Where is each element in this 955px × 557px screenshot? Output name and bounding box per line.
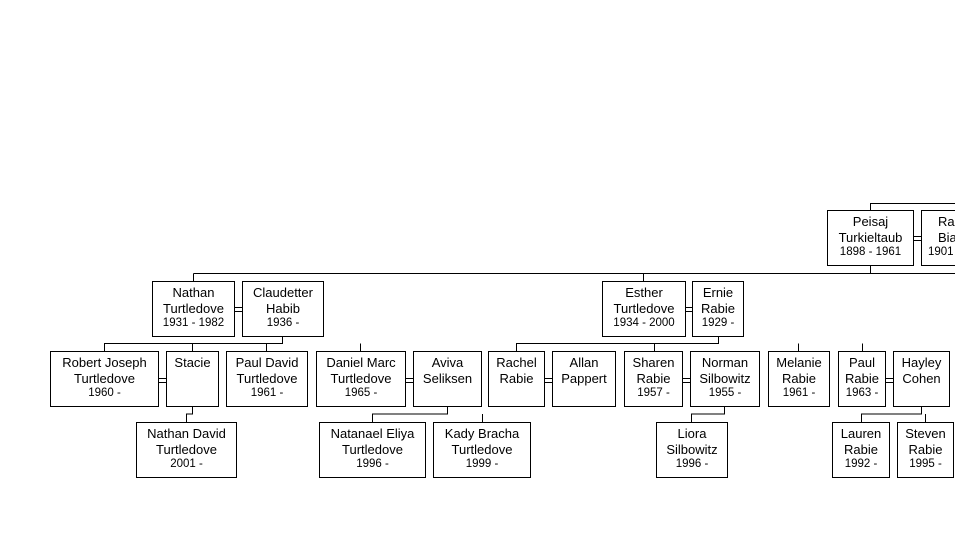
- last-name: Rabie: [908, 441, 943, 457]
- person-steven: Steven Rabie 1995 -: [897, 422, 954, 478]
- last-name: Seliksen: [422, 370, 473, 386]
- last-name: Rabie: [636, 370, 671, 386]
- first-name: Daniel Marc: [326, 355, 396, 370]
- person-esther: Esther Turtledove 1934 - 2000: [602, 281, 686, 337]
- person-aviva: Aviva Seliksen: [413, 351, 482, 407]
- life-years: 1957 -: [637, 387, 670, 399]
- first-name: Ra: [938, 214, 955, 229]
- person-danielmarc: Daniel Marc Turtledove 1965 -: [316, 351, 406, 407]
- last-name: Turtledove: [156, 441, 217, 457]
- first-name: Hayley: [901, 355, 942, 370]
- person-norman: Norman Silbowitz 1955 -: [690, 351, 760, 407]
- person-allan: Allan Pappert: [552, 351, 616, 407]
- first-name: Allan: [569, 355, 599, 370]
- person-ra: Ra Bia 1901: [921, 210, 955, 266]
- life-years: 1961 -: [782, 387, 816, 399]
- person-nathan: Nathan Turtledove 1931 - 1982: [152, 281, 235, 337]
- first-name: Esther: [625, 285, 663, 300]
- last-name: Silbowitz: [699, 370, 751, 386]
- last-name: Rabie: [845, 370, 879, 386]
- first-name: Paul David: [235, 355, 299, 370]
- life-years: 1934 - 2000: [613, 317, 675, 329]
- last-name: Bia: [938, 229, 955, 245]
- first-name: Melanie: [776, 355, 822, 370]
- first-name: Nathan: [172, 285, 215, 300]
- life-years: 1929 -: [701, 317, 735, 329]
- person-liora: Liora Silbowitz 1996 -: [656, 422, 728, 478]
- first-name: Kady Bracha: [444, 426, 520, 441]
- person-claudetter: Claudetter Habib 1936 -: [242, 281, 324, 337]
- person-nathandavid: Nathan David Turtledove 2001 -: [136, 422, 237, 478]
- person-stacie: Stacie: [166, 351, 219, 407]
- person-rachel: Rachel Rabie: [488, 351, 545, 407]
- last-name: Habib: [266, 300, 300, 316]
- first-name: Natanael Eliya: [330, 426, 415, 441]
- first-name: Norman: [701, 355, 749, 370]
- life-years: 1931 - 1982: [162, 317, 225, 329]
- first-name: Lauren: [840, 426, 882, 441]
- last-name: Rabie: [499, 370, 534, 386]
- last-name: Pappert: [561, 370, 607, 386]
- first-name: Robert Joseph: [62, 355, 147, 370]
- person-robert: Robert Joseph Turtledove 1960 -: [50, 351, 159, 407]
- person-ernie: Ernie Rabie 1929 -: [692, 281, 744, 337]
- first-name: Steven: [905, 426, 946, 441]
- last-name: Turtledove: [342, 441, 403, 457]
- life-years: 1965 -: [344, 387, 378, 399]
- first-name: Peisaj: [852, 214, 889, 229]
- person-kady: Kady Bracha Turtledove 1999 -: [433, 422, 531, 478]
- life-years: 1898 - 1961: [839, 246, 902, 258]
- life-years: 1936 -: [266, 317, 300, 329]
- person-hayley: Hayley Cohen: [893, 351, 950, 407]
- last-name: Turtledove: [613, 300, 675, 316]
- life-years: 1995 -: [909, 458, 942, 470]
- person-paulrabie: Paul Rabie 1963 -: [838, 351, 886, 407]
- first-name: Paul: [848, 355, 876, 370]
- person-natanael: Natanael Eliya Turtledove 1996 -: [319, 422, 426, 478]
- life-years: 1961 -: [250, 387, 284, 399]
- last-name: Turtledove: [330, 370, 392, 386]
- person-lauren: Lauren Rabie 1992 -: [832, 422, 890, 478]
- first-name: Liora: [677, 426, 707, 441]
- person-melanie: Melanie Rabie 1961 -: [768, 351, 830, 407]
- first-name: Sharen: [632, 355, 675, 370]
- last-name: Turtledove: [74, 370, 135, 386]
- life-years: 1996 -: [675, 458, 709, 470]
- life-years: 1955 -: [708, 387, 742, 399]
- last-name: Silbowitz: [666, 441, 718, 457]
- life-years: 1960 -: [88, 387, 121, 399]
- last-name: Turtledove: [163, 300, 224, 316]
- last-name: Cohen: [902, 370, 941, 386]
- first-name: Stacie: [174, 355, 211, 370]
- person-peisaj: Peisaj Turkieltaub 1898 - 1961: [827, 210, 914, 266]
- first-name: Rachel: [496, 355, 537, 370]
- last-name: Rabie: [844, 441, 878, 457]
- first-name: Aviva: [431, 355, 464, 370]
- life-years: 1992 -: [844, 458, 878, 470]
- first-name: Nathan David: [147, 426, 226, 441]
- life-years: 2001 -: [170, 458, 203, 470]
- person-sharen: Sharen Rabie 1957 -: [624, 351, 683, 407]
- last-name: Rabie: [782, 370, 816, 386]
- first-name: Ernie: [702, 285, 734, 300]
- last-name: Turtledove: [451, 441, 513, 457]
- last-name: Rabie: [701, 300, 735, 316]
- life-years: 1963 -: [845, 387, 879, 399]
- first-name: Claudetter: [253, 285, 313, 300]
- person-pauldavid: Paul David Turtledove 1961 -: [226, 351, 308, 407]
- life-years: 1996 -: [356, 458, 389, 470]
- last-name: Turkieltaub: [838, 229, 903, 245]
- last-name: Turtledove: [236, 370, 298, 386]
- life-years: 1901: [928, 246, 954, 258]
- life-years: 1999 -: [465, 458, 499, 470]
